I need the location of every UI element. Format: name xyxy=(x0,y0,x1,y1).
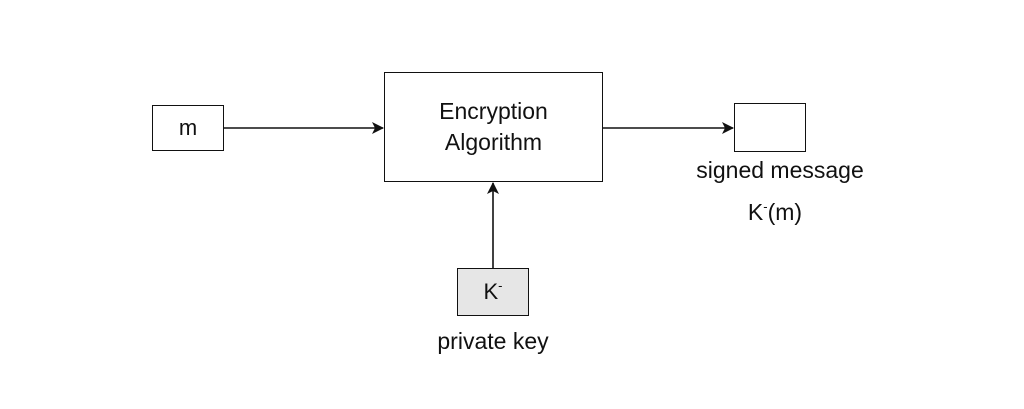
signed-value-superscript: - xyxy=(763,199,768,214)
signed-message-label: signed message xyxy=(696,157,864,183)
encryption-label-line1: Encryption xyxy=(439,98,548,124)
signed-message-box xyxy=(734,103,806,152)
private-key-superscript: - xyxy=(498,278,503,293)
private-key-box: K- xyxy=(457,268,529,316)
signed-value-prefix: K xyxy=(747,199,764,225)
encryption-algorithm-box: Encryption Algorithm xyxy=(384,72,603,182)
private-key-symbol: K- xyxy=(483,279,502,305)
private-key-caption: private key xyxy=(437,328,549,354)
signed-value-suffix: (m) xyxy=(767,199,803,225)
message-box: m xyxy=(152,105,224,151)
private-key-letter: K xyxy=(483,279,499,304)
encryption-label-line2: Algorithm xyxy=(444,129,543,155)
signed-value-label: K-(m) xyxy=(720,199,830,226)
message-label: m xyxy=(178,115,198,140)
